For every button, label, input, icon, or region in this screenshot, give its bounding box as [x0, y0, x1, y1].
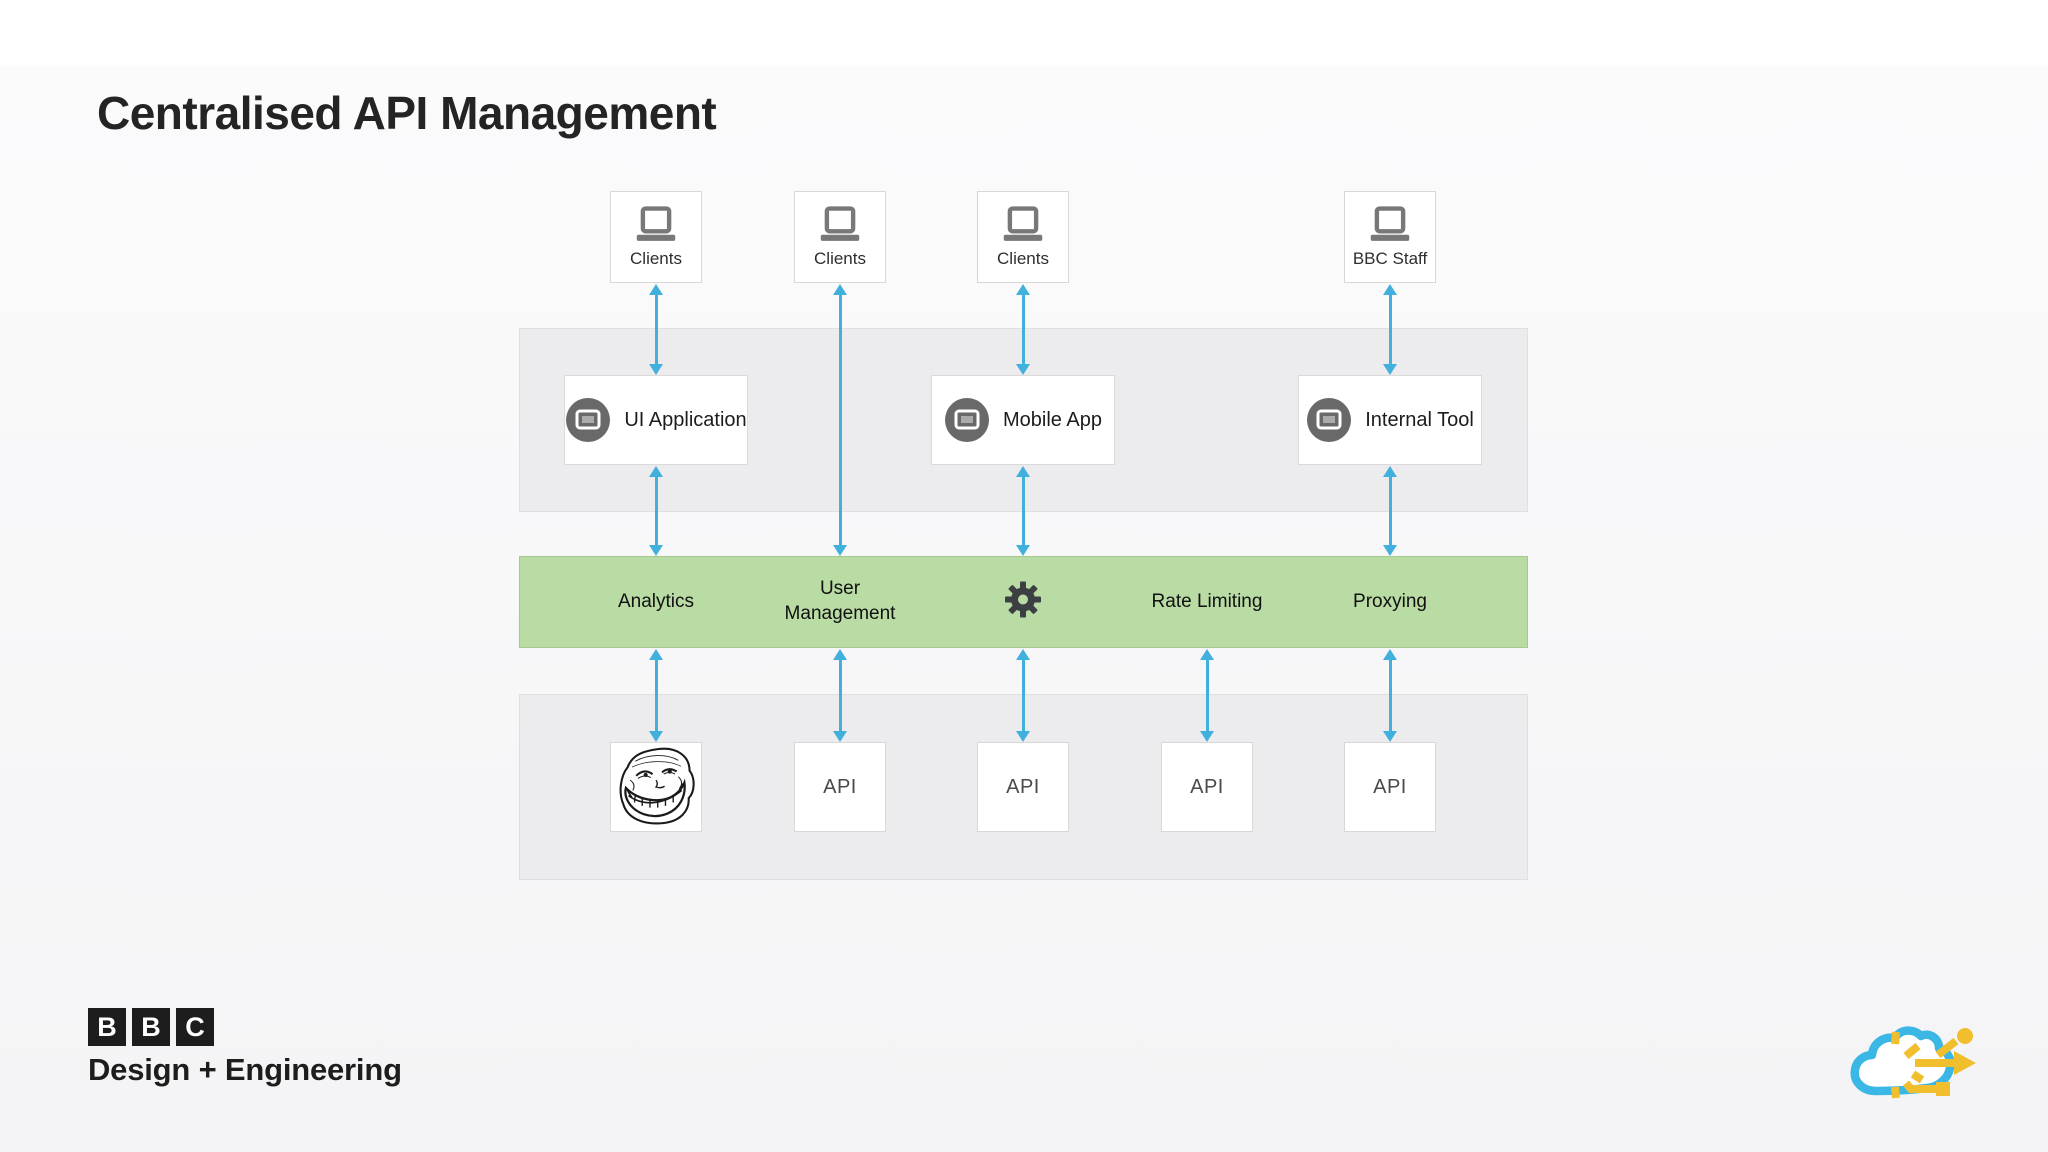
client-label: Clients — [997, 249, 1049, 268]
api-label: API — [1190, 775, 1224, 798]
application-window-icon — [1307, 398, 1352, 442]
client-label: BBC Staff — [1352, 249, 1428, 268]
client-box-2: Clients — [794, 191, 886, 283]
bbc-logo-letter: B — [132, 1008, 170, 1046]
org-name: Design + Engineering — [88, 1052, 402, 1087]
application-window-icon — [945, 398, 990, 442]
connector-client3-mobile — [1015, 284, 1031, 375]
gateway-feature-user-management: User Management — [784, 578, 896, 624]
app-label: Internal Tool — [1365, 408, 1474, 431]
connector-internal-gateway — [1382, 466, 1398, 556]
client-box-3: Clients — [977, 191, 1069, 283]
api-label: API — [823, 775, 857, 798]
connector-gateway-api2 — [832, 649, 848, 742]
connector-staff-internal — [1382, 284, 1398, 375]
gateway-feature-rate-limiting: Rate Limiting — [1151, 590, 1263, 612]
api-box-1: API — [794, 742, 886, 832]
connector-gateway-api4 — [1199, 649, 1215, 742]
api-box-2: API — [977, 742, 1069, 832]
api-box-troll — [610, 742, 702, 832]
app-label: Mobile App — [1003, 408, 1102, 431]
cloud-flow-icon — [1838, 1010, 2008, 1120]
client-label: Clients — [630, 249, 682, 268]
api-label: API — [1006, 775, 1040, 798]
api-label: API — [1373, 775, 1407, 798]
app-box-ui-application: UI Application — [564, 375, 748, 465]
gateway-gear — [1003, 580, 1043, 625]
connector-client2-gateway — [832, 284, 848, 556]
app-box-internal-tool: Internal Tool — [1298, 375, 1482, 465]
laptop-icon — [636, 206, 676, 241]
troll-face-meme — [619, 747, 695, 825]
bbc-logo-letter: B — [88, 1008, 126, 1046]
laptop-icon — [1370, 206, 1410, 241]
client-box-bbc-staff: BBC Staff — [1344, 191, 1436, 283]
gateway-feature-proxying: Proxying — [1353, 590, 1427, 612]
client-box-1: Clients — [610, 191, 702, 283]
page-title: Centralised API Management — [97, 87, 717, 139]
application-window-icon — [566, 398, 611, 442]
laptop-icon — [1003, 206, 1043, 241]
app-label: UI Application — [624, 408, 747, 431]
api-box-3: API — [1161, 742, 1253, 832]
connector-uiapp-gateway — [648, 466, 664, 556]
connector-gateway-api1 — [648, 649, 664, 742]
bbc-logo-letter: C — [176, 1008, 214, 1046]
connector-gateway-api3 — [1015, 649, 1031, 742]
api-box-4: API — [1344, 742, 1436, 832]
gear-icon — [1005, 581, 1041, 618]
gateway-feature-analytics: Analytics — [617, 590, 695, 612]
connector-mobile-gateway — [1015, 466, 1031, 556]
app-box-mobile-app: Mobile App — [931, 375, 1115, 465]
client-label: Clients — [814, 249, 866, 268]
connector-client1-uiapp — [648, 284, 664, 375]
connector-gateway-api5 — [1382, 649, 1398, 742]
laptop-icon — [820, 206, 860, 241]
bbc-logo: B B C — [88, 1008, 214, 1046]
